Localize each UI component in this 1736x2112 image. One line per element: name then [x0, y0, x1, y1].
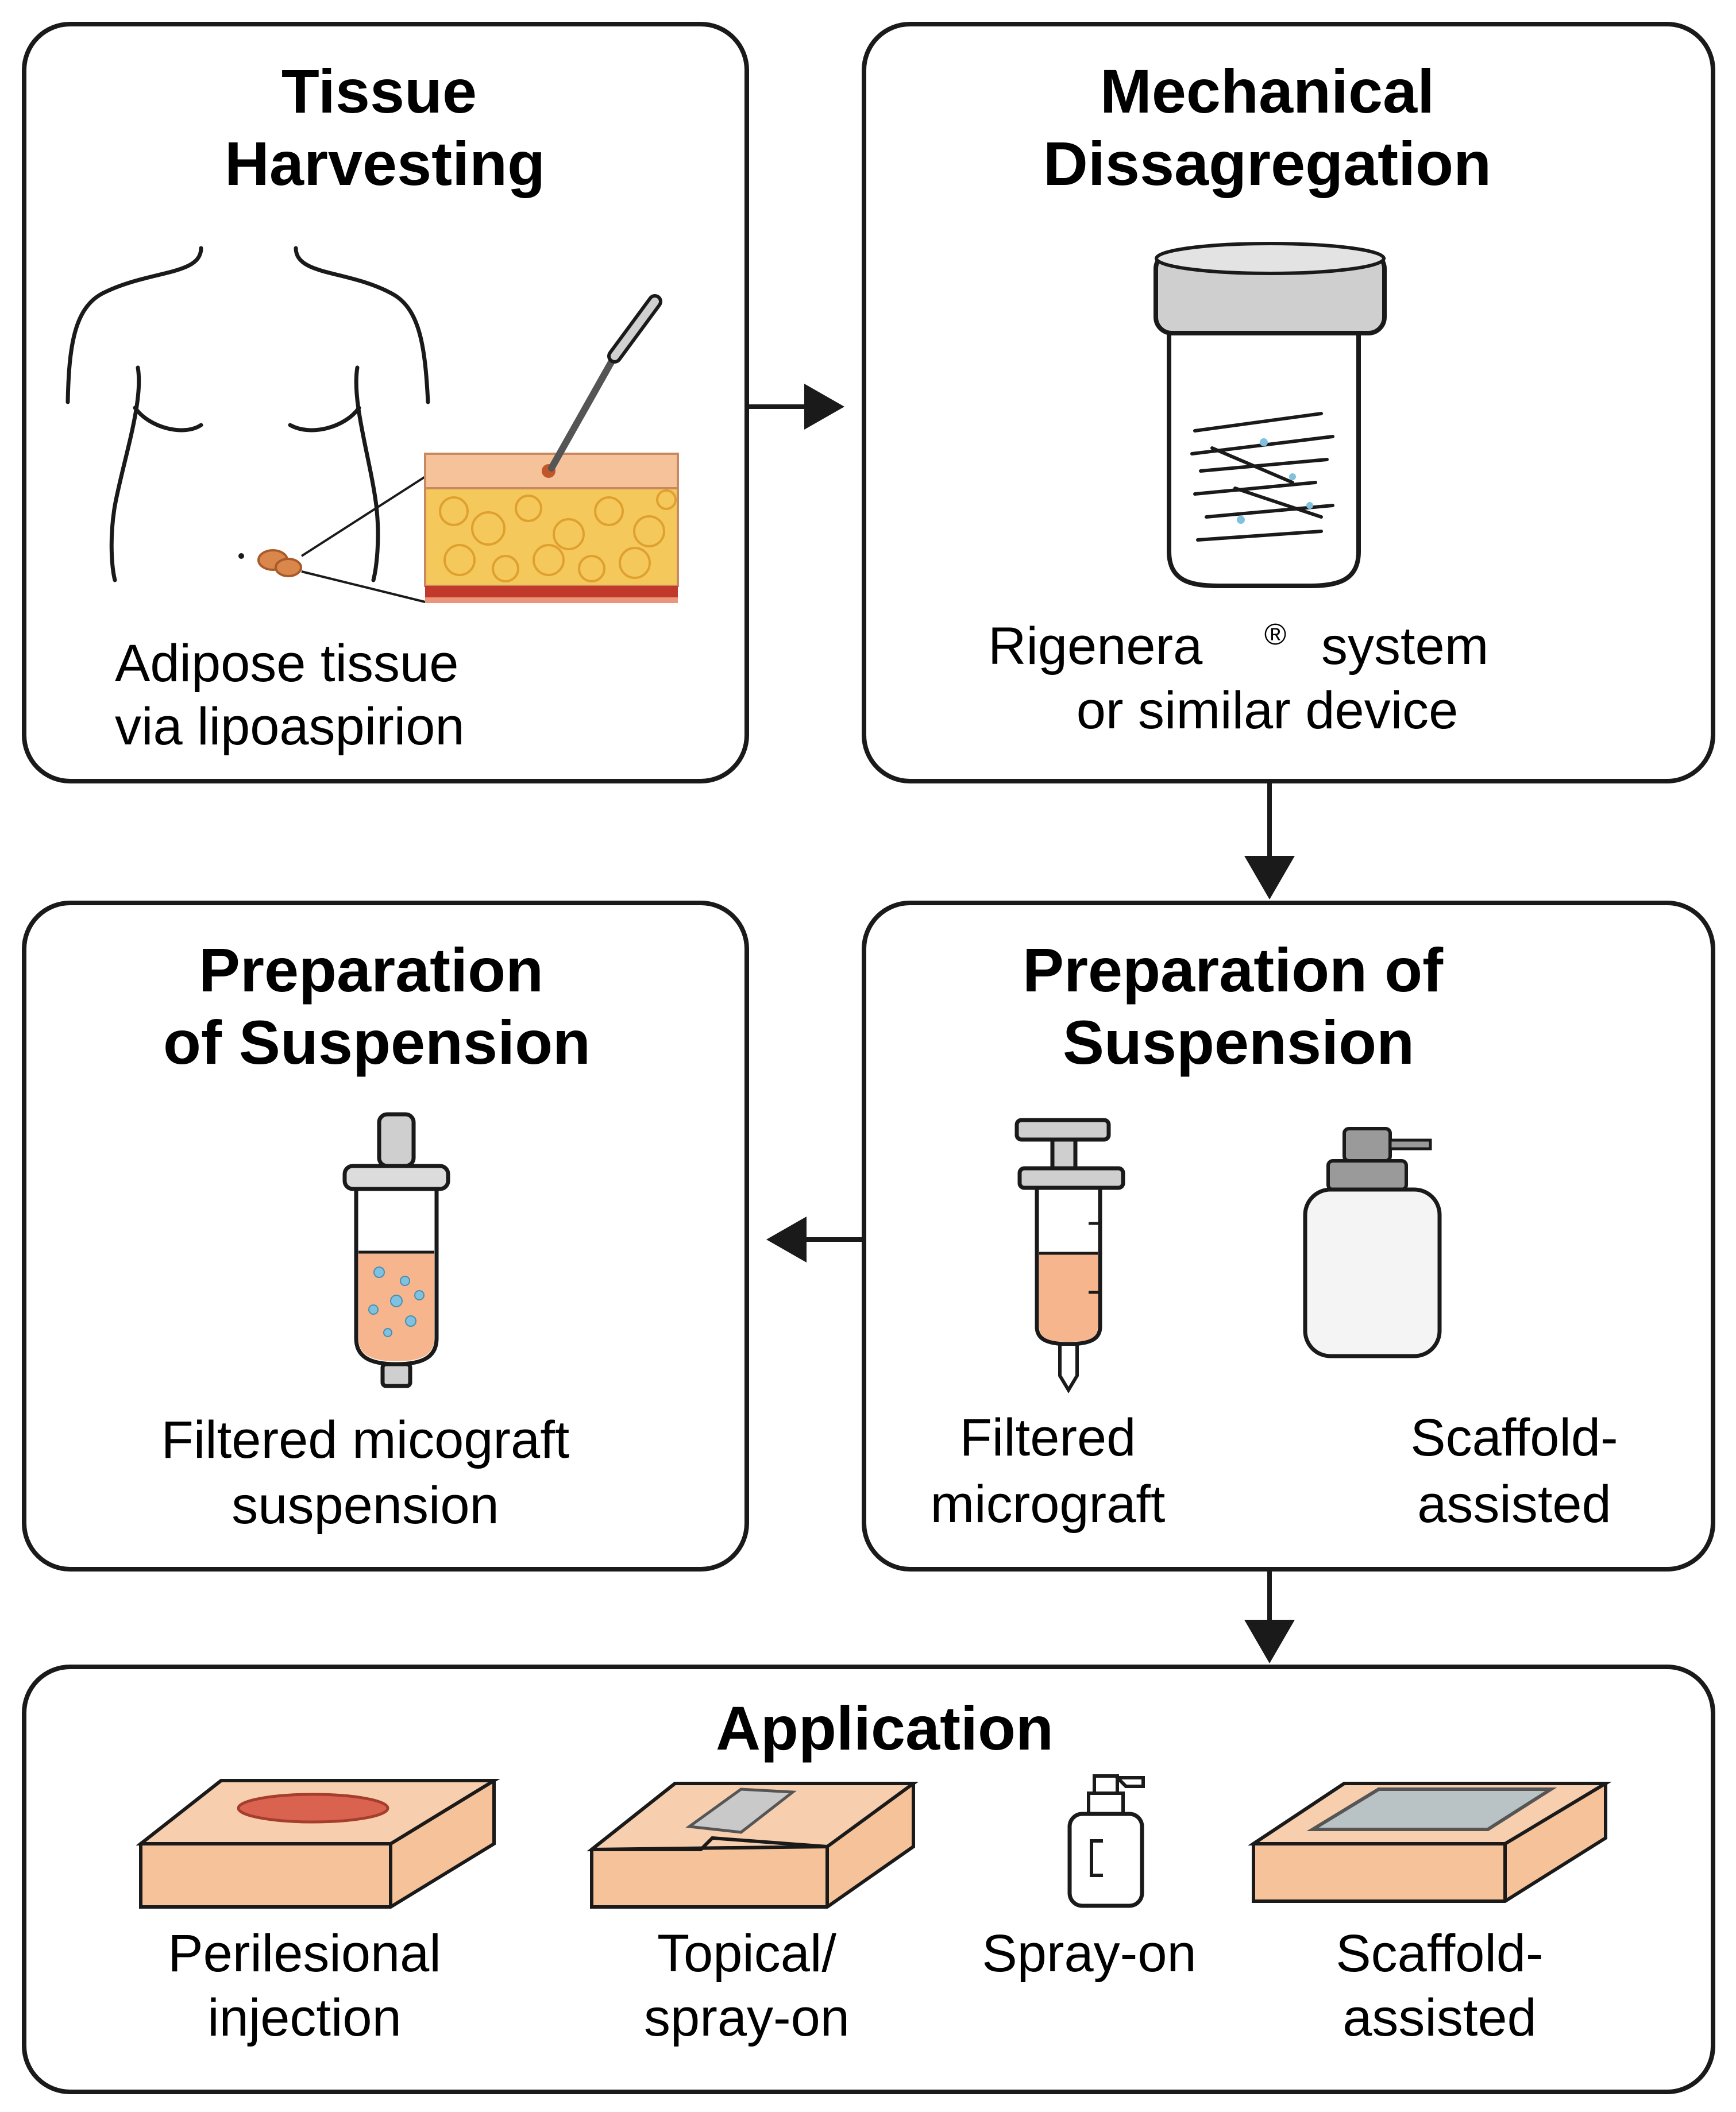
arrow-harvest-to-disaggregation [748, 384, 844, 430]
harvest-title-line2: Harvesting [225, 129, 545, 198]
harvest-caption-line2: via lipoaspirion [115, 697, 465, 756]
application-item-4-line1: Scaffold- [1336, 1924, 1543, 1983]
perilesional-skin-icon [136, 1779, 500, 1909]
pump-bottle-icon [1303, 1127, 1442, 1358]
suspension-right-title-line2: Suspension [1063, 1007, 1414, 1077]
suspension-right-caption-b-line2: assisted [1417, 1475, 1611, 1534]
application-item-1-line1: Perilesional [168, 1924, 441, 1983]
dropper-vial-icon [342, 1112, 450, 1388]
box-suspension-right [862, 901, 1715, 1572]
disaggregation-caption-line1: Rigenera ® system [988, 617, 1488, 675]
suspension-left-caption-line2: suspension [232, 1476, 499, 1535]
suspension-right-caption-b-line1: Scaffold- [1410, 1408, 1618, 1467]
harvest-title-line1: Tissue [281, 56, 477, 126]
syringe-icon [1014, 1118, 1125, 1393]
suspension-right-caption-a-line1: Filtered [960, 1408, 1136, 1467]
suspension-left-title-line2: of Suspension [163, 1007, 591, 1077]
application-item-4-line2: assisted [1342, 1989, 1537, 2047]
application-item-2-line2: spray-on [644, 1989, 850, 2047]
application-item-3-line1: Spray-on [982, 1924, 1196, 1983]
scaffold-skin-icon [1248, 1782, 1612, 1903]
skin-cross-section-icon [424, 453, 679, 603]
disaggregation-title-line1: Mechanical [1100, 56, 1434, 126]
disaggregation-caption-system: system [1321, 617, 1488, 675]
arrow-suspension-to-application [1244, 1570, 1295, 1663]
registered-mark: ® [1264, 618, 1286, 651]
torso-illustration [65, 246, 430, 582]
suspension-right-caption-a-line2: micrograft [931, 1475, 1166, 1534]
arrow-disaggregation-to-suspension [1244, 782, 1295, 899]
cannula-icon [548, 294, 662, 472]
harvest-caption-line1: Adipose tissue [115, 634, 458, 693]
disaggregation-caption-line2: or similar device [1077, 681, 1459, 740]
jar-icon [1154, 242, 1387, 588]
suspension-left-caption-line1: Filtered micograft [161, 1411, 570, 1469]
disaggregation-caption-brand: Rigenera [988, 617, 1203, 675]
topical-skin-icon [587, 1782, 919, 1909]
suspension-left-title-line1: Preparation [199, 935, 543, 1005]
application-item-2-line1: Topical/ [657, 1924, 836, 1983]
arrow-suspension-right-to-left [766, 1217, 863, 1262]
application-title: Application [716, 1693, 1054, 1763]
disaggregation-title-line2: Dissagregation [1043, 129, 1491, 198]
application-item-1-line2: injection [207, 1989, 402, 2047]
spray-bottle-icon [1067, 1774, 1145, 1908]
fat-sample-illustration [238, 476, 426, 603]
suspension-right-title-line1: Preparation of [1023, 935, 1444, 1005]
